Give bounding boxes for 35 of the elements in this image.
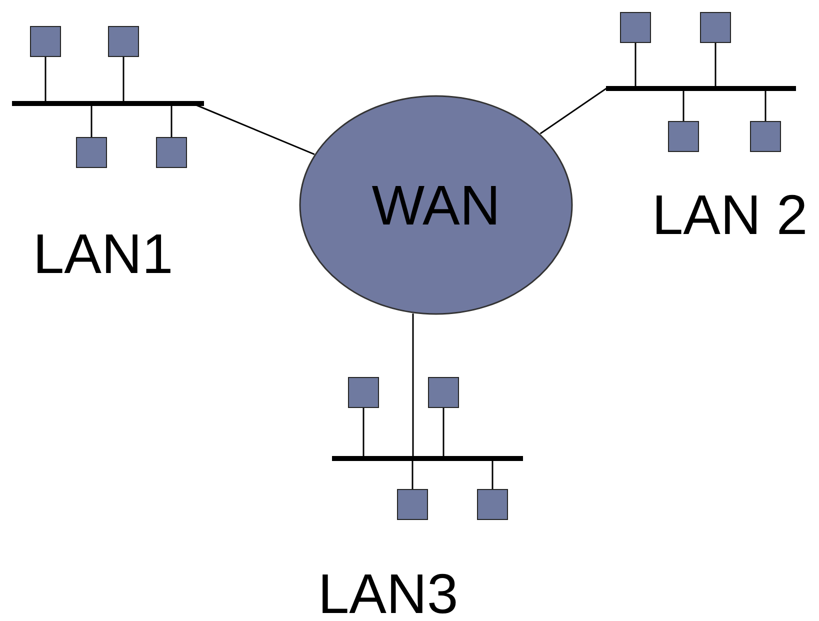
network-bus-bar <box>606 86 796 91</box>
host-icon <box>700 12 731 43</box>
host-icon <box>397 489 428 520</box>
connection-line <box>122 57 124 101</box>
connection-line <box>412 461 414 489</box>
network-name: LAN3 <box>318 566 458 621</box>
connection-line <box>764 91 766 121</box>
host-icon <box>76 137 107 168</box>
connection-line <box>362 408 364 456</box>
host-icon <box>108 26 139 57</box>
connection-line <box>714 43 716 86</box>
network-name: LAN 2 <box>652 187 808 243</box>
connection-line <box>196 104 315 156</box>
host-icon <box>477 489 508 520</box>
connection-line <box>682 91 684 121</box>
connection-line <box>170 106 172 137</box>
network-bus-bar <box>12 101 204 106</box>
host-icon <box>750 121 781 152</box>
connection-line <box>540 87 608 134</box>
network-bus-bar <box>332 456 523 461</box>
connection-line <box>90 106 92 137</box>
host-icon <box>30 26 61 57</box>
network-ellipse <box>299 95 573 315</box>
connection-line <box>442 408 444 456</box>
network-label: WAN <box>370 172 502 238</box>
host-icon <box>156 137 187 168</box>
host-icon <box>620 12 651 43</box>
host-icon <box>668 121 699 152</box>
host-icon <box>428 377 459 408</box>
connection-line <box>412 313 414 456</box>
connection-line <box>634 43 636 86</box>
network-name: LAN1 <box>33 226 174 282</box>
connection-line <box>44 57 46 101</box>
host-icon <box>348 377 379 408</box>
connection-line <box>492 461 494 489</box>
